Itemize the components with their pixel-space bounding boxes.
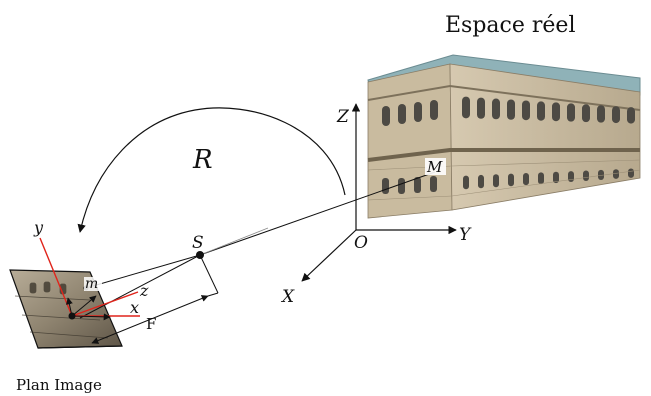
lower-window [478, 174, 484, 189]
lower-window [628, 168, 634, 178]
diagram-title: Espace réel [445, 13, 575, 38]
lower-window [493, 174, 499, 188]
lower-window [583, 170, 589, 182]
origin-label: O [354, 233, 368, 253]
lower-window [598, 169, 604, 180]
upper-window [522, 100, 530, 121]
lower-window [508, 173, 514, 187]
world-y-label: Y [459, 225, 472, 245]
focal-length-arrow [91, 295, 209, 344]
upper-window [552, 102, 560, 122]
upper-window [537, 101, 545, 121]
image-point-label: m [85, 276, 98, 292]
lower-window [538, 172, 544, 185]
upper-window [477, 97, 485, 119]
upper-window [597, 105, 605, 123]
upper-window [612, 106, 620, 124]
focal-label: F [146, 315, 156, 333]
projection-center-label: S [192, 233, 204, 253]
world-x-label: X [280, 287, 295, 307]
camera-x-label: x [130, 298, 139, 317]
camera-z-label: z [139, 281, 149, 300]
rotation-arc [77, 107, 346, 233]
rotation-label: R [192, 145, 213, 175]
lower-window [553, 171, 559, 184]
real-point-label: M [426, 158, 443, 176]
upper-window [567, 103, 575, 122]
point-s [196, 251, 204, 259]
lower-window [568, 171, 574, 183]
lower-window [523, 173, 529, 186]
upper-window [507, 99, 515, 120]
image-plane-label: Plan Image [16, 376, 102, 394]
world-z-label: Z [336, 107, 350, 127]
camera-y-label: y [33, 218, 44, 237]
lower-window [613, 169, 619, 179]
upper-window [582, 104, 590, 123]
world-axes [301, 103, 457, 282]
lower-window [463, 175, 469, 190]
upper-window [627, 107, 635, 124]
upper-window [462, 96, 470, 119]
point-c [68, 312, 76, 320]
upper-window [492, 98, 500, 120]
image-plane [9, 269, 123, 349]
building-illustration [367, 54, 641, 219]
